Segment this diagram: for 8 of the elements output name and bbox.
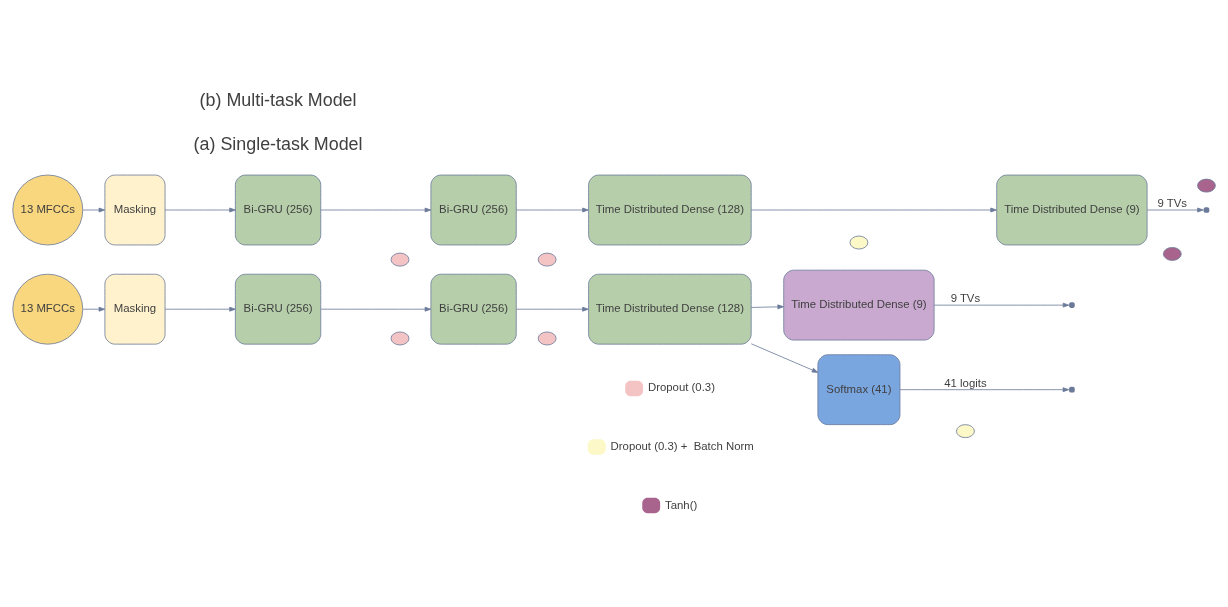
edge-label: 9 TVs [1157, 196, 1188, 209]
legend-label: Dropout (0.3) + Batch Norm [610, 440, 754, 452]
legend-label: Dropout (0.3) [647, 381, 715, 394]
label: (a) Single-task Model [193, 134, 363, 155]
legend-label: Tanh() [665, 498, 698, 511]
edge-label: 9 TVs [950, 292, 981, 305]
label: (b) Multi-task Model [199, 90, 357, 111]
edge-label: 41 logits [944, 376, 987, 389]
